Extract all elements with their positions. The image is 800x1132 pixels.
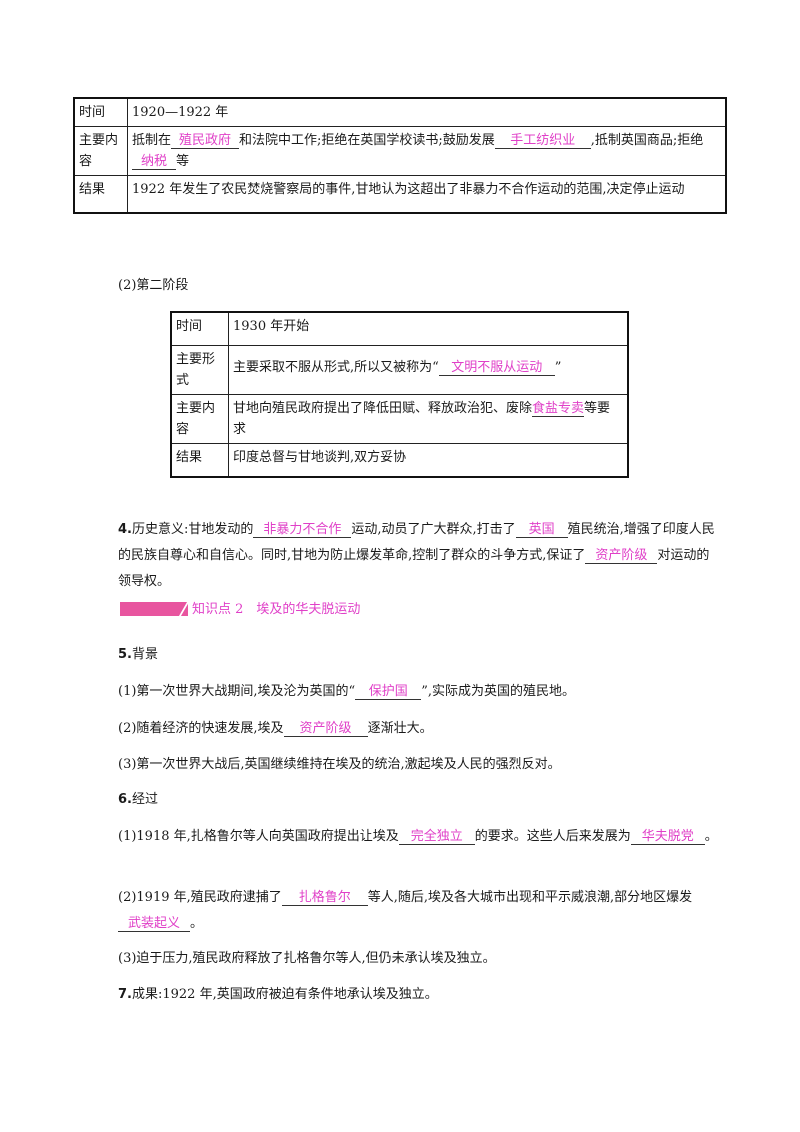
paragraph-6-1: (1)1918 年,扎格鲁尔等人向英国政府提出让埃及完全独立的要求。这些人后来发…: [118, 829, 718, 845]
knowledge-point-title: 知识点 2 埃及的华夫脱运动: [192, 602, 361, 617]
table-row: 时间 1930 年开始: [170, 311, 629, 346]
table-row: 结果 1922 年发生了农民焚烧警察局的事件,甘地认为这超出了非暴力不合作运动的…: [73, 175, 727, 214]
answer-blank: 完全独立: [398, 829, 475, 845]
answer-blank: 扎格鲁尔: [281, 890, 368, 906]
table-row: 时间 1920—1922 年: [73, 97, 727, 127]
paragraph-significance: 4.历史意义:甘地发动的非暴力不合作运动,动员了广大群众,打击了英国殖民统治,增…: [118, 522, 715, 589]
table-stage2: 时间 1930 年开始 主要形式 主要采取不服从形式,所以又被称为“文明不服从运…: [170, 311, 629, 478]
row-value: 1920—1922 年: [127, 97, 727, 127]
table-row: 主要形式 主要采取不服从形式,所以又被称为“文明不服从运动”: [170, 345, 629, 395]
paragraph-result: 7.成果:1922 年,英国政府被迫有条件地承认埃及独立。: [118, 987, 438, 1002]
answer-blank: 英国: [515, 522, 568, 538]
table-row: 结果 印度总督与甘地谈判,双方妥协: [170, 443, 629, 478]
row-key: 结果: [73, 175, 128, 214]
paragraph-5-1: (1)第一次世界大战期间,埃及沦为英国的“保护国”,实际成为英国的殖民地。: [118, 684, 575, 700]
answer-blank: 非暴力不合作: [253, 522, 352, 538]
stage2-heading: (2)第二阶段: [118, 278, 189, 293]
row-key: 时间: [170, 311, 229, 346]
answer-blank: 保护国: [355, 684, 422, 700]
answer-blank: 手工纺织业: [494, 133, 591, 149]
paragraph-6-2: (2)1919 年,殖民政府逮捕了扎格鲁尔等人,随后,埃及各大城市出现和平示威浪…: [118, 890, 693, 932]
answer-blank: 武装起义: [118, 916, 190, 932]
answer-blank: 殖民政府: [171, 133, 240, 149]
row-value: 印度总督与甘地谈判,双方妥协: [228, 443, 629, 478]
paragraph-5-3: (3)第一次世界大战后,英国继续维持在埃及的统治,激起埃及人民的强烈反对。: [118, 757, 561, 772]
table-row: 主要内容 抵制在殖民政府和法院中工作;拒绝在英国学校读书;鼓励发展手工纺织业,抵…: [73, 126, 727, 176]
knowledge-point-bar: [120, 602, 188, 616]
paragraph-6-3: (3)迫于压力,殖民政府释放了扎格鲁尔等人,但仍未承认埃及独立。: [118, 951, 496, 966]
answer-blank: 食盐专卖: [532, 401, 585, 417]
row-value: 甘地向殖民政府提出了降低田赋、释放政治犯、废除食盐专卖等要求: [228, 394, 629, 444]
row-value: 1930 年开始: [228, 311, 629, 346]
answer-blank: 文明不服从运动: [438, 360, 555, 376]
table-row: 主要内容 甘地向殖民政府提出了降低田赋、释放政治犯、废除食盐专卖等要求: [170, 394, 629, 444]
row-key: 结果: [170, 443, 229, 478]
row-key: 主要内容: [73, 126, 128, 176]
table-stage1: 时间 1920—1922 年 主要内容 抵制在殖民政府和法院中工作;拒绝在英国学…: [73, 97, 727, 214]
heading-background: 5.背景: [118, 647, 158, 662]
answer-blank: 纳税: [132, 154, 176, 170]
answer-blank: 资产阶级: [283, 721, 368, 737]
row-value: 抵制在殖民政府和法院中工作;拒绝在英国学校读书;鼓励发展手工纺织业,抵制英国商品…: [127, 126, 727, 176]
heading-process: 6.经过: [118, 792, 158, 807]
answer-blank: 资产阶级: [585, 548, 658, 564]
row-key: 主要形式: [170, 345, 229, 395]
row-value: 1922 年发生了农民焚烧警察局的事件,甘地认为这超出了非暴力不合作运动的范围,…: [127, 175, 727, 214]
paragraph-5-2: (2)随着经济的快速发展,埃及资产阶级逐渐壮大。: [118, 721, 433, 737]
answer-blank: 华夫脱党: [630, 829, 705, 845]
row-key: 主要内容: [170, 394, 229, 444]
row-key: 时间: [73, 97, 128, 127]
row-value: 主要采取不服从形式,所以又被称为“文明不服从运动”: [228, 345, 629, 395]
